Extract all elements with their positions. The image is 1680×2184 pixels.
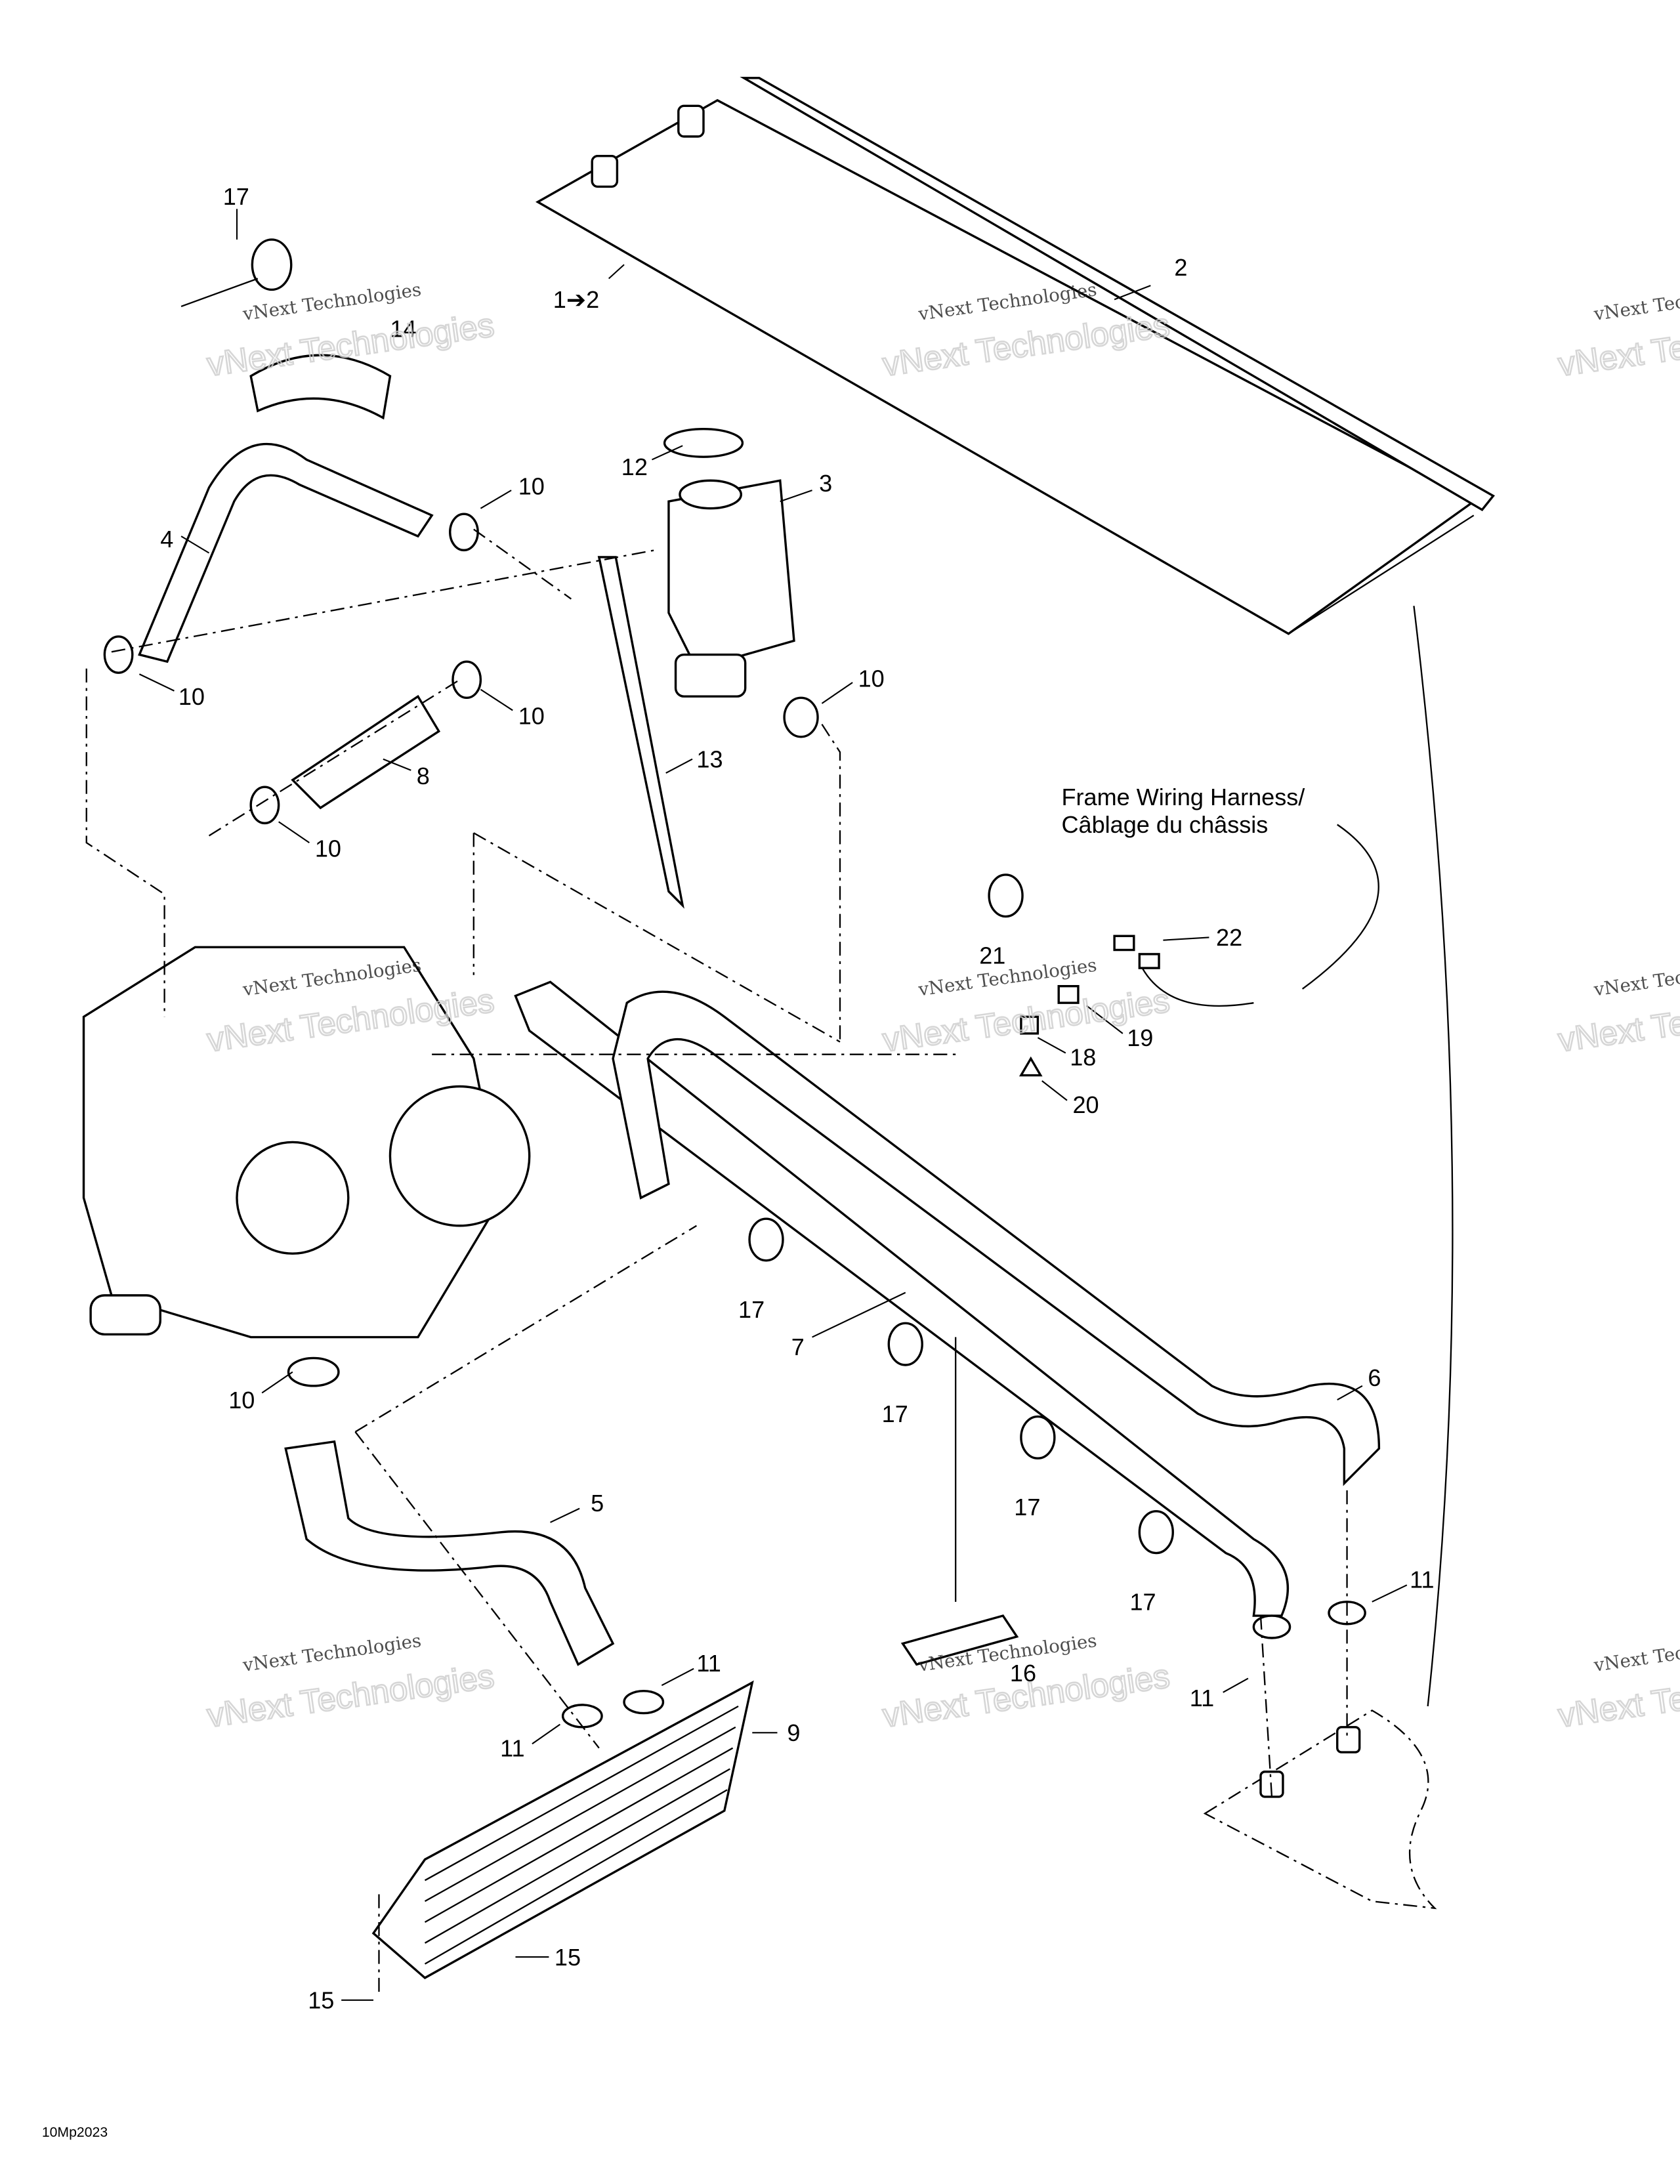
- callout: 9: [787, 1719, 800, 1746]
- callout: 17: [882, 1400, 908, 1427]
- corrugated-hose: [249, 354, 392, 420]
- callout: 19: [1127, 1024, 1153, 1051]
- harness-arrow: [1301, 824, 1379, 990]
- hose-clamp: [249, 786, 280, 825]
- coolant-reservoir: [663, 428, 819, 738]
- callout: 21: [979, 942, 1005, 969]
- watermark-text: vNext Technologies: [241, 1629, 423, 1676]
- callout-labels: 17 1➔2 2 14 12 3 10 4 10 10 10 8 13 10 2…: [160, 183, 1434, 2014]
- cable-tie: [988, 873, 1024, 918]
- reservoir-cap: [663, 428, 744, 458]
- sensor-connector: [1057, 984, 1080, 1004]
- callout: 4: [160, 526, 173, 553]
- callout: 17: [738, 1296, 765, 1323]
- cable-tie: [748, 1217, 784, 1262]
- cable-tie: [887, 1322, 923, 1366]
- callout: 14: [390, 316, 416, 343]
- long-hose-7: [514, 980, 1290, 1617]
- harness-note-line1: Frame Wiring Harness/: [1061, 784, 1305, 810]
- overflow-tube: [597, 556, 684, 909]
- callout: 15: [555, 1944, 581, 1971]
- foam-block: [900, 1614, 1019, 1666]
- callout: 1➔2: [553, 286, 599, 313]
- harness-note-line2: Câblage du châssis: [1061, 811, 1268, 838]
- engine: [82, 946, 531, 1387]
- callout: 11: [1410, 1566, 1434, 1593]
- callout: 10: [518, 703, 545, 730]
- callout: 11: [1190, 1685, 1214, 1712]
- callout: 10: [315, 835, 341, 862]
- tunnel-fitting: [1336, 1726, 1361, 1754]
- short-hose: [291, 694, 441, 810]
- callout: 10: [228, 1387, 255, 1414]
- callout: 6: [1368, 1364, 1381, 1391]
- callout: 18: [1070, 1044, 1096, 1071]
- callout: 17: [223, 183, 249, 210]
- callout: 11: [696, 1650, 721, 1677]
- tunnel-fitting: [1259, 1771, 1284, 1798]
- cable-tie: [1138, 1510, 1174, 1555]
- callout: 3: [819, 470, 832, 497]
- harness-connector: [1113, 934, 1135, 952]
- callout: 17: [1129, 1589, 1156, 1616]
- cable-tie: [1020, 1415, 1056, 1460]
- callout: 10: [858, 665, 885, 692]
- leader-lines: [138, 209, 1408, 2001]
- watermark-text: vNext Technologies: [1592, 954, 1680, 1001]
- harness-wire: [1141, 967, 1254, 1007]
- heat-exchanger: [371, 1680, 754, 1979]
- callout: 10: [178, 683, 205, 710]
- callout: 11: [500, 1734, 524, 1761]
- callout: 7: [791, 1334, 805, 1360]
- radiator-panel: [536, 77, 1495, 635]
- callout: 20: [1072, 1091, 1099, 1118]
- callout: 15: [308, 1987, 334, 2014]
- hose-clamp: [103, 635, 134, 674]
- routing-arrow: [1413, 606, 1454, 1707]
- figure-code: 10Mp2023: [42, 2125, 108, 2140]
- callout: 12: [621, 453, 648, 480]
- sensor-clip: [1018, 1056, 1043, 1077]
- watermark-text: vNext Technologies: [1592, 1629, 1680, 1676]
- cable-tie: [180, 238, 293, 308]
- assembly-lines: [85, 528, 1348, 1992]
- callout: 16: [1010, 1660, 1036, 1687]
- callout: 10: [518, 472, 545, 499]
- temperature-sensor: [1020, 1015, 1040, 1035]
- tunnel-outline: [1203, 1710, 1437, 1910]
- hose-clamp: [452, 660, 482, 700]
- watermark-text: vNext Technologies: [1592, 278, 1680, 325]
- callout: 13: [696, 746, 723, 772]
- callout: 17: [1014, 1494, 1040, 1521]
- callout: 22: [1216, 924, 1242, 951]
- hose-clamp: [449, 513, 479, 552]
- harness-connector: [1138, 953, 1160, 969]
- callout: 5: [591, 1490, 604, 1517]
- hose-seal: [1252, 1614, 1292, 1639]
- long-hose-6: [612, 990, 1381, 1486]
- callout: 8: [417, 763, 430, 789]
- upper-hose: [138, 442, 434, 663]
- callout: 2: [1174, 254, 1187, 281]
- lower-hose: [284, 1440, 615, 1666]
